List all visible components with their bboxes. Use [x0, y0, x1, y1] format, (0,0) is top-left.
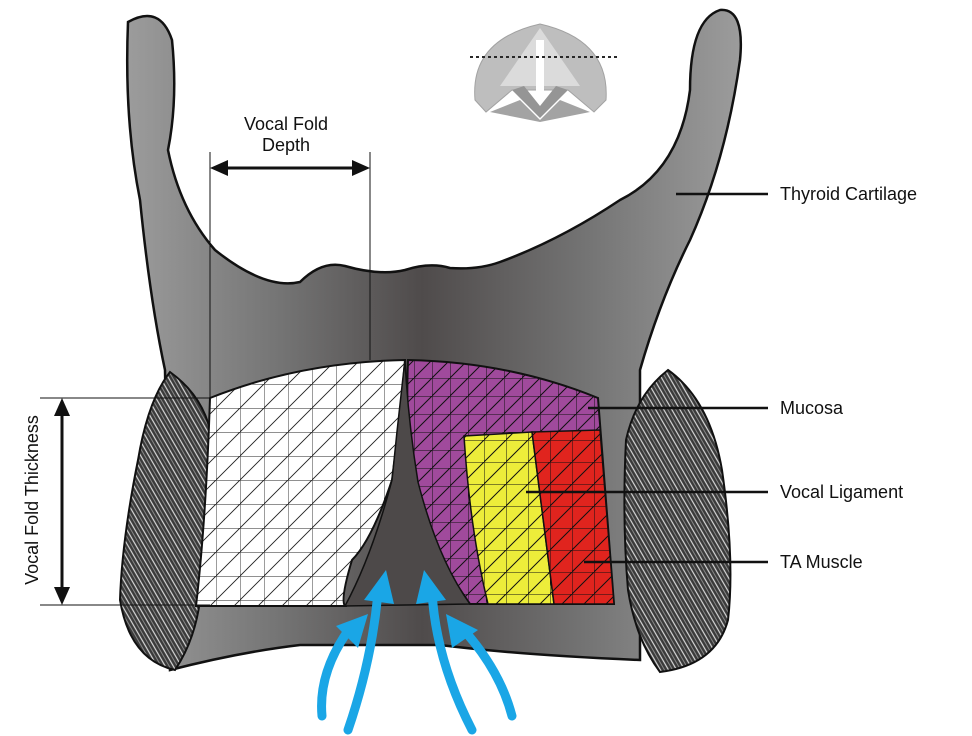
- thyroid-cartilage-callout: Thyroid Cartilage: [676, 184, 917, 204]
- ta-muscle-label: TA Muscle: [780, 552, 863, 572]
- vocal-fold-depth-label-line2: Depth: [262, 135, 310, 155]
- vocal-fold-thickness-label: Vocal Fold Thickness: [22, 415, 42, 585]
- vocal-ligament-label: Vocal Ligament: [780, 482, 903, 502]
- mucosa-label: Mucosa: [780, 398, 844, 418]
- larynx-top-view-icon: [470, 24, 618, 122]
- right-hatched-tissue: [624, 370, 730, 672]
- vocal-fold-depth-label-line1: Vocal Fold: [244, 114, 328, 134]
- thyroid-cartilage-label: Thyroid Cartilage: [780, 184, 917, 204]
